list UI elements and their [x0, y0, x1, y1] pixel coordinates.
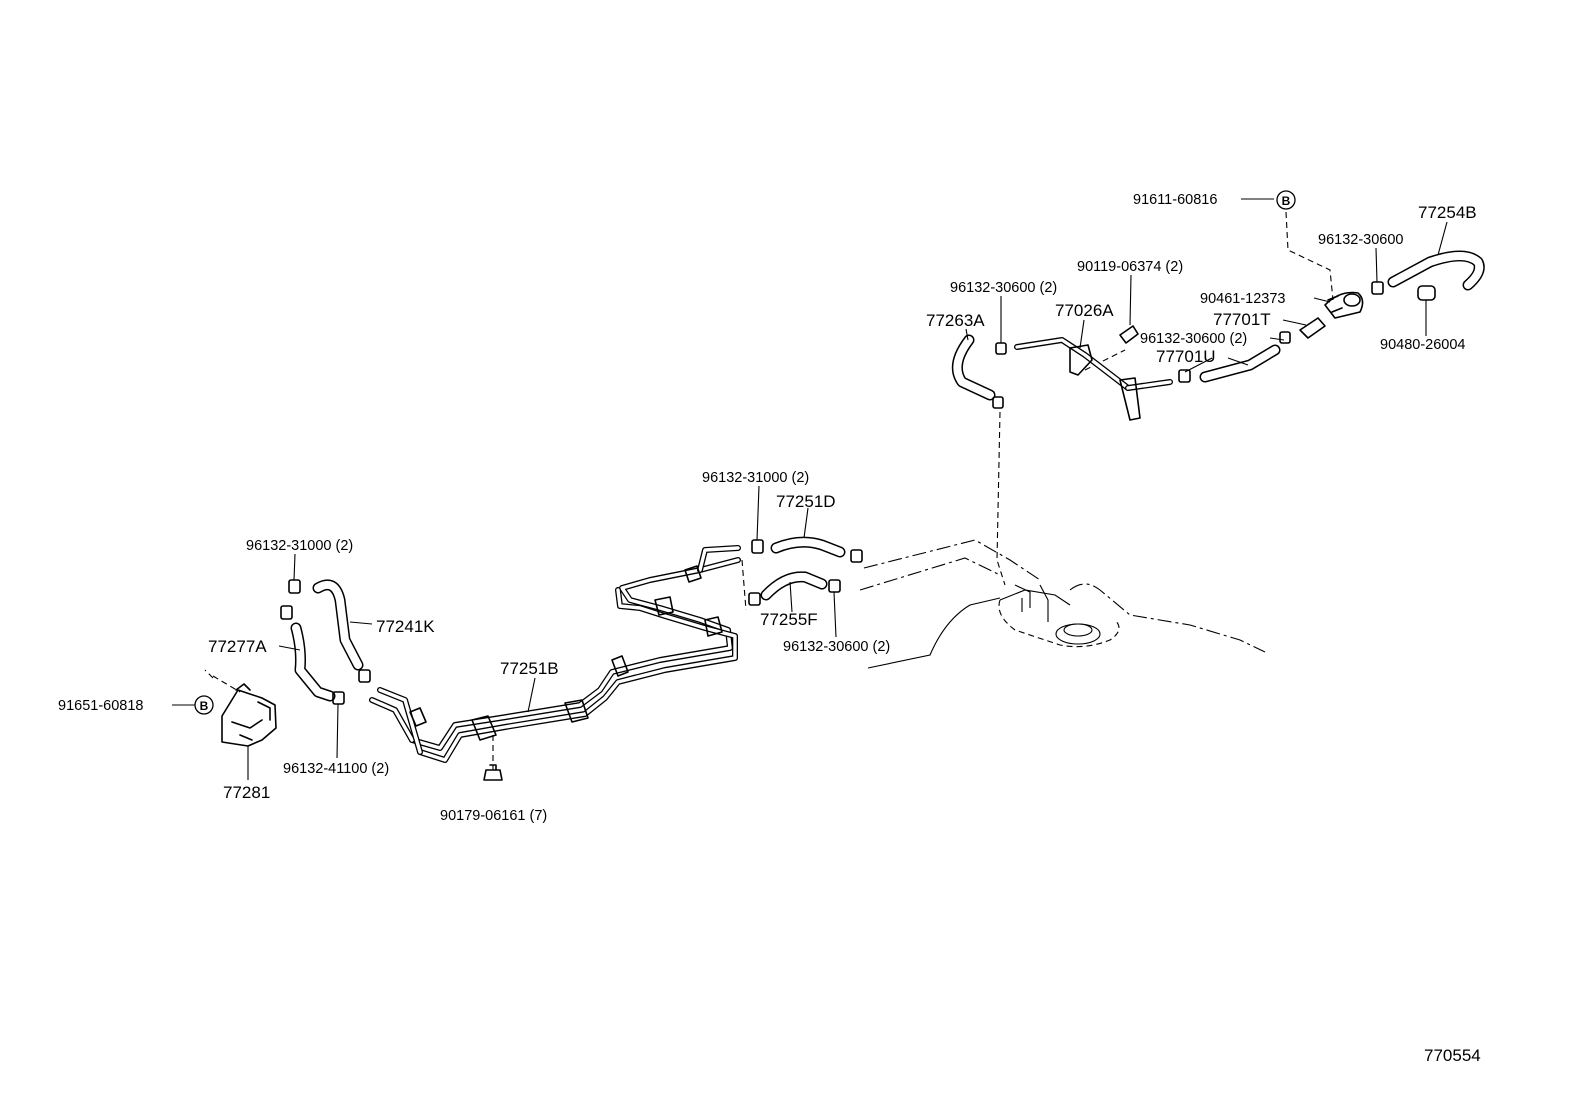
svg-text:B: B [200, 699, 209, 713]
label-90179-06161: 90179-06161 (7) [440, 808, 547, 824]
clamp-near-77263A [992, 342, 1007, 409]
fitting-77701T [1299, 317, 1326, 339]
label-77281: 77281 [223, 783, 270, 802]
label-90480-26004: 90480-26004 [1380, 337, 1465, 353]
label-77026A: 77026A [1055, 301, 1114, 320]
clamps-96132-31000-left [280, 579, 301, 620]
label-96132-31000-b: 96132-31000 (2) [246, 538, 353, 554]
hose-77701U [1199, 344, 1281, 383]
bolt-90119-06374 [1119, 325, 1139, 344]
tube-77251B [369, 545, 741, 763]
label-77277A: 77277A [208, 637, 267, 656]
hose-77277A [290, 622, 336, 702]
connection-dashes [204, 211, 1334, 770]
canister-77281 [221, 683, 277, 780]
label-77701T: 77701T [1213, 310, 1271, 329]
label-96132-31000-a: 96132-31000 (2) [702, 470, 809, 486]
hose-77254B [1387, 250, 1485, 291]
label-77255F: 77255F [760, 610, 818, 629]
label-77251B: 77251B [500, 659, 559, 678]
leader-lines [172, 198, 1448, 759]
hose-77263A [951, 334, 996, 401]
label-96132-41100: 96132-41100 (2) [283, 761, 389, 777]
label-91611-60816: 91611-60816 [1133, 192, 1217, 208]
clamp-96132-30600-right [1371, 281, 1384, 295]
label-77254B: 77254B [1418, 203, 1477, 222]
clamps-96132-41100 [332, 669, 371, 705]
label-90119-06374: 90119-06374 (2) [1077, 259, 1183, 275]
fuel-tank-outline [859, 539, 1266, 669]
label-96132-30600-a: 96132-30600 [1318, 232, 1403, 248]
clip-90179-06161 [483, 764, 503, 781]
vsv-90461-12373 [1324, 291, 1364, 319]
label-77241K: 77241K [376, 617, 435, 636]
label-77701U: 77701U [1156, 347, 1216, 366]
label-96132-30600-d: 96132-30600 (2) [783, 639, 890, 655]
svg-text:B: B [1282, 194, 1291, 208]
hose-77251D [770, 536, 846, 558]
circle-marker-upper: B [1276, 190, 1296, 210]
diagram-reference-number: 770554 [1424, 1046, 1481, 1065]
pipe-77026A [1014, 337, 1173, 421]
circle-marker-lower: B [194, 695, 214, 715]
cap-90480-26004 [1417, 285, 1436, 330]
label-77263A: 77263A [926, 311, 985, 330]
label-90461-12373: 90461-12373 [1200, 291, 1285, 307]
hose-77241K [312, 579, 364, 671]
label-77251D: 77251D [776, 492, 836, 511]
hose-77255F [760, 571, 828, 601]
label-91651-60818: 91651-60818 [58, 698, 143, 714]
clamp-96132-30600-mid [1178, 331, 1291, 383]
part-labels: 91611-60816 77254B 96132-30600 90119-063… [58, 192, 1481, 1065]
label-96132-30600-b: 96132-30600 (2) [950, 280, 1057, 296]
label-96132-30600-c: 96132-30600 (2) [1140, 331, 1247, 347]
